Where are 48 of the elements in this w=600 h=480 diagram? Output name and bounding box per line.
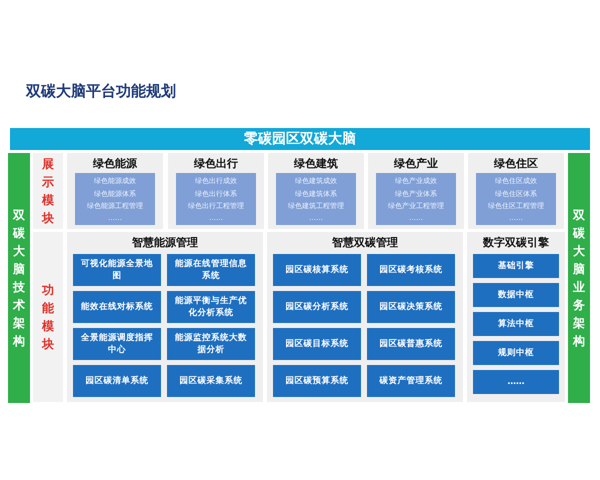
system-box: …… — [473, 370, 559, 394]
panel-heading: 绿色出行 — [192, 156, 239, 171]
item-list-box — [75, 173, 155, 225]
category-card — [67, 153, 163, 229]
side-band: 双碳大脑业务架构 — [568, 153, 590, 403]
system-box: 园区碳普惠系统 — [367, 328, 455, 360]
system-box: 园区碳目标系统 — [273, 328, 361, 360]
system-box: 园区碳决策系统 — [367, 291, 455, 323]
system-box: 园区碳核算系统 — [273, 254, 361, 286]
system-box: 基础引擎 — [473, 254, 559, 278]
system-box: 园区碳考核系统 — [367, 254, 455, 286]
system-box: 园区碳分析系统 — [273, 291, 361, 323]
panel-heading: 绿色能源 — [92, 156, 138, 171]
system-box: 全景能源调度指挥中心 — [73, 328, 161, 360]
panel-heading: 绿色建筑 — [292, 156, 339, 171]
system-box: 数据中枢 — [473, 283, 559, 307]
category-card — [268, 153, 364, 229]
panel-heading: 智慧能源管理 — [131, 235, 199, 250]
module-panel — [67, 232, 263, 402]
item-list-box — [176, 173, 256, 225]
header-band: 零碳园区双碳大脑 — [10, 128, 590, 150]
panel-heading: 绿色住区 — [492, 156, 539, 171]
panel-heading: 智慧双碳管理 — [331, 235, 399, 250]
system-box: 能源平衡与生产优化分析系统 — [167, 291, 255, 323]
system-box: 碳资产管理系统 — [367, 365, 455, 397]
system-box: 能源在线管理信息系统 — [167, 254, 255, 286]
item-list-box — [376, 173, 456, 225]
panel-heading: 数字双碳引擎 — [482, 235, 550, 250]
module-label: 功能模块 — [33, 232, 63, 402]
system-box: 能源监控系统大数据分析 — [167, 328, 255, 360]
system-box: 规则中枢 — [473, 341, 559, 365]
system-box: 可视化能源全景地图 — [73, 254, 161, 286]
item-list-box — [476, 173, 556, 225]
panel-heading: 绿色产业 — [392, 156, 439, 171]
module-label: 展示模块 — [33, 153, 63, 229]
system-box: 能效在线对标系统 — [73, 291, 161, 323]
system-box: 园区碳采集系统 — [167, 365, 255, 397]
category-card — [368, 153, 464, 229]
category-card — [168, 153, 264, 229]
system-box: 园区碳预算系统 — [273, 365, 361, 397]
diagram-title: 双碳大脑平台功能规划 — [26, 82, 176, 101]
module-panel — [267, 232, 463, 402]
side-band: 双碳大脑技术架构 — [8, 153, 30, 403]
category-card — [468, 153, 564, 229]
item-list-box — [276, 173, 356, 225]
module-panel — [467, 232, 565, 402]
system-box: 算法中枢 — [473, 312, 559, 336]
system-box: 园区碳清单系统 — [73, 365, 161, 397]
